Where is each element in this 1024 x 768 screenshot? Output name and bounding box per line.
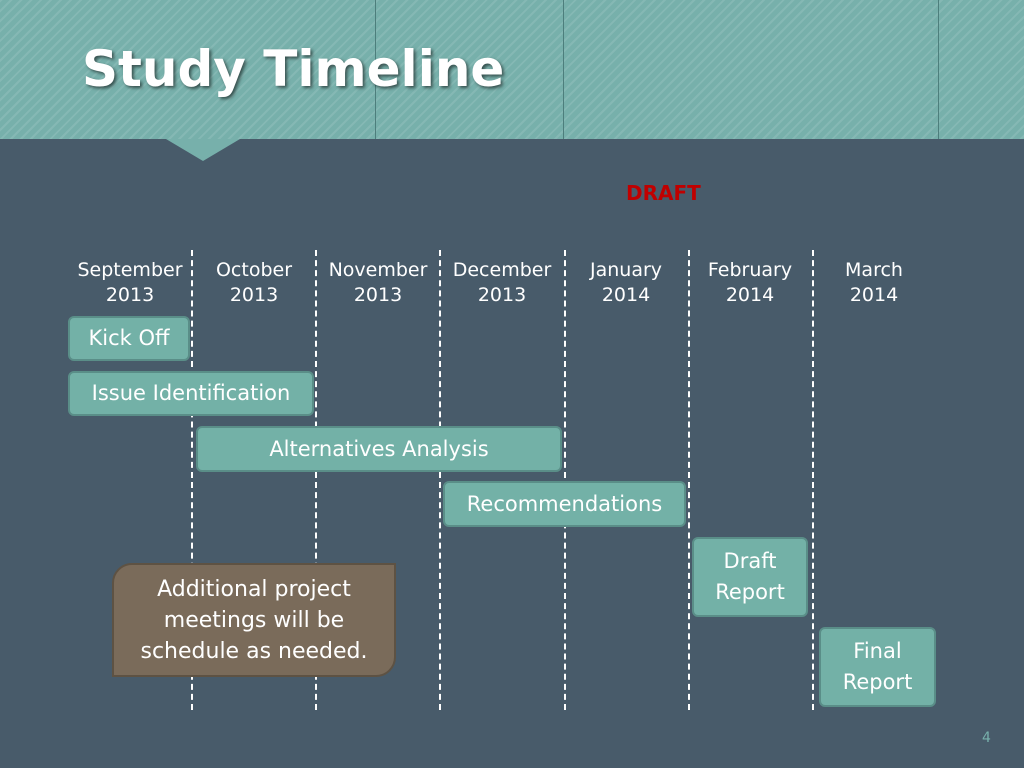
month-year: 2013 bbox=[477, 284, 527, 306]
month-divider bbox=[315, 250, 317, 710]
month-year: 2014 bbox=[725, 284, 775, 306]
month-september: September 2013 bbox=[68, 258, 192, 308]
month-year: 2013 bbox=[229, 284, 279, 306]
month-january: January 2014 bbox=[564, 258, 688, 308]
month-divider bbox=[564, 250, 566, 710]
page-number: 4 bbox=[982, 730, 991, 746]
month-name: November bbox=[328, 259, 428, 281]
month-name: January bbox=[589, 259, 663, 281]
month-name: October bbox=[215, 259, 293, 281]
task-draft-report[interactable]: Draft Report bbox=[692, 537, 808, 617]
task-label-line2: Report bbox=[715, 580, 785, 604]
month-divider bbox=[191, 250, 193, 710]
header-notch bbox=[166, 139, 240, 161]
note-text: Additional project meetings will be sche… bbox=[140, 576, 368, 664]
month-name: December bbox=[452, 259, 552, 281]
header-divider bbox=[563, 0, 564, 139]
task-recommendations[interactable]: Recommendations bbox=[443, 481, 686, 527]
task-label: Final bbox=[853, 639, 902, 663]
month-year: 2013 bbox=[105, 284, 155, 306]
task-label: Kick Off bbox=[88, 326, 170, 350]
month-march: March 2014 bbox=[812, 258, 936, 308]
header-divider bbox=[938, 0, 939, 139]
task-label: Issue Identification bbox=[91, 381, 291, 405]
task-label-line2: Report bbox=[842, 670, 913, 694]
month-october: October 2013 bbox=[192, 258, 316, 308]
month-february: February 2014 bbox=[688, 258, 812, 308]
header-divider bbox=[375, 0, 376, 139]
task-kick-off[interactable]: Kick Off bbox=[68, 316, 190, 361]
month-year: 2014 bbox=[849, 284, 899, 306]
task-label: Draft bbox=[723, 549, 777, 573]
month-divider bbox=[688, 250, 690, 710]
note-callout[interactable]: Additional project meetings will be sche… bbox=[112, 563, 396, 677]
header-banner bbox=[0, 0, 1024, 139]
month-divider bbox=[439, 250, 441, 710]
task-label: Recommendations bbox=[466, 491, 663, 516]
task-alternatives-analysis[interactable]: Alternatives Analysis bbox=[196, 426, 562, 472]
month-november: November 2013 bbox=[316, 258, 440, 308]
slide-title: Study Timeline bbox=[82, 40, 505, 98]
month-divider bbox=[812, 250, 814, 710]
month-year: 2014 bbox=[601, 284, 651, 306]
task-final-report[interactable]: Final Report bbox=[819, 627, 936, 707]
draft-label: DRAFT bbox=[626, 181, 701, 205]
month-name: February bbox=[707, 259, 793, 281]
month-name: September bbox=[77, 259, 183, 281]
month-name: March bbox=[845, 259, 903, 281]
task-issue-identification[interactable]: Issue Identification bbox=[68, 371, 314, 416]
month-december: December 2013 bbox=[440, 258, 564, 308]
month-year: 2013 bbox=[353, 284, 403, 306]
task-label: Alternatives Analysis bbox=[269, 436, 489, 461]
